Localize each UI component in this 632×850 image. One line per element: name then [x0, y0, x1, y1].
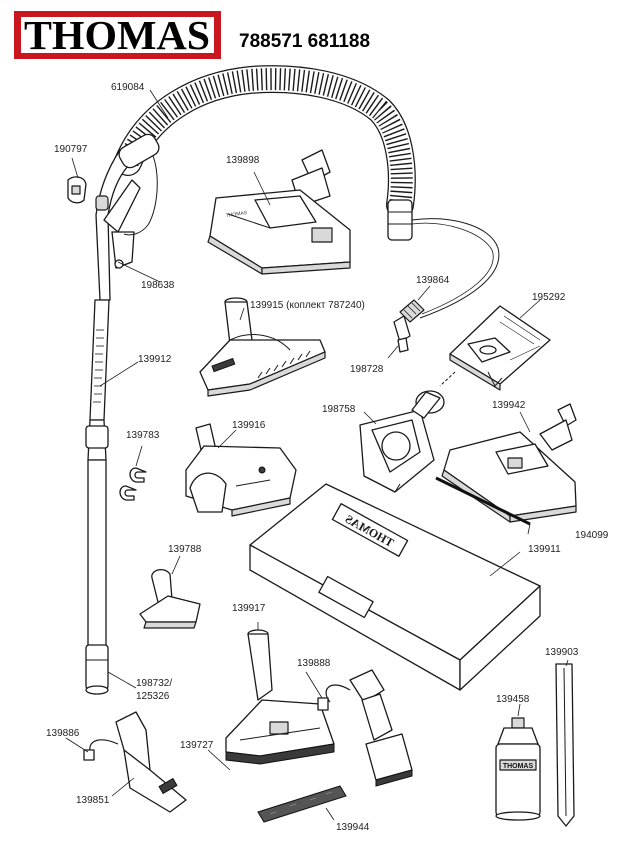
- label-198728: 198728: [350, 364, 384, 375]
- brand-logo: THOMAS: [14, 11, 221, 59]
- nozzle-139788: [139, 568, 201, 629]
- case-139911: THOMAS: [249, 483, 541, 691]
- label-195292: 195292: [532, 292, 566, 303]
- label-198638: 198638: [141, 280, 175, 291]
- label-198758: 198758: [322, 404, 356, 415]
- header-part-codes: 788571 681188: [239, 31, 370, 52]
- label-139783: 139783: [126, 430, 160, 441]
- strip-139944: [257, 785, 347, 823]
- part-labels: 619084 190797 139898 198638 139864 19529…: [46, 82, 609, 833]
- clip-190797: [67, 176, 87, 204]
- filter-bag-195292: [439, 305, 551, 391]
- leader-lines: [65, 89, 569, 821]
- bag-holder-198758: [359, 390, 445, 493]
- hose-619084: [114, 65, 500, 319]
- label-619084: 619084: [111, 82, 145, 93]
- label-139898: 139898: [226, 155, 260, 166]
- label-198732: 198732/: [136, 678, 172, 689]
- label-139916: 139916: [232, 420, 266, 431]
- seal-strip-194099: [435, 476, 531, 526]
- bottle-139458: THOMAS: [495, 717, 541, 821]
- hose-139886: [83, 739, 119, 761]
- nozzle-139898: THOMAS: [207, 149, 351, 275]
- hose-139888: [317, 684, 351, 711]
- crevice-tool-139903: [555, 663, 575, 827]
- nozzle-139916: [185, 423, 297, 517]
- label-139911: 139911: [528, 544, 561, 555]
- wet-nozzle-139917: [225, 629, 335, 765]
- clips-139783: [119, 467, 147, 501]
- label-139942: 139942: [492, 400, 526, 411]
- nozzle-139942: [441, 403, 577, 523]
- nozzle-139851: [115, 711, 187, 813]
- label-139944: 139944: [336, 822, 370, 833]
- label-194099: 194099: [575, 530, 609, 541]
- label-139458: 139458: [496, 694, 530, 705]
- handle-tube: [95, 133, 160, 301]
- label-139917: 139917: [232, 603, 266, 614]
- label-125326: 125326: [136, 691, 170, 702]
- label-139851: 139851: [76, 795, 110, 806]
- coupling-139864: [399, 299, 425, 323]
- label-139888: 139888: [297, 658, 331, 669]
- label-139915: 139915 (коплект 787240): [250, 300, 365, 311]
- label-139903: 139903: [545, 647, 579, 658]
- upholstery-tool: [349, 669, 413, 787]
- telescopic-wand-139912: [85, 299, 110, 695]
- nozzle-logo-text: THOMAS: [225, 210, 248, 219]
- label-139864: 139864: [416, 275, 450, 286]
- label-139727: 139727: [180, 740, 214, 751]
- label-190797: 190797: [54, 144, 88, 155]
- label-139912: 139912: [138, 354, 172, 365]
- bottle-logo-text: THOMAS: [503, 763, 534, 770]
- nozzle-139915: [199, 297, 326, 397]
- brand-logo-text: THOMAS: [24, 12, 210, 58]
- label-139886: 139886: [46, 728, 80, 739]
- adapter-198728: [393, 315, 411, 353]
- label-139788: 139788: [168, 544, 202, 555]
